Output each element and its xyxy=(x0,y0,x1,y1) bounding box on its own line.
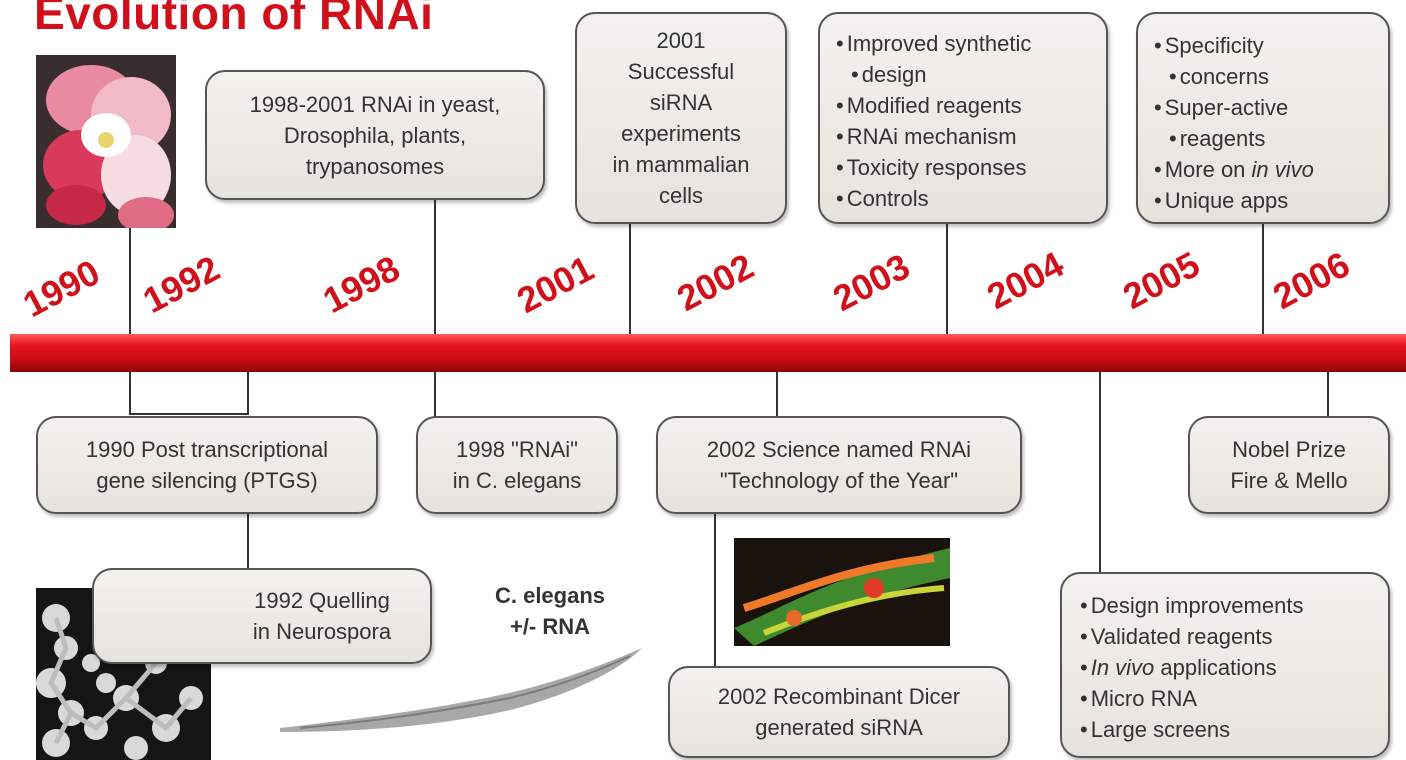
year-1992: 1992 xyxy=(136,247,226,322)
box-1998-rnai-celegans: 1998 "RNAi" in C. elegans xyxy=(416,416,618,514)
timeline-bar xyxy=(10,334,1406,372)
box-line: 1990 Post transcriptional xyxy=(38,434,376,465)
box-line: generated siRNA xyxy=(670,712,1008,743)
connector-2001-up xyxy=(629,222,631,334)
box-2005-specificity: Specificity concerns Super-active reagen… xyxy=(1136,12,1390,224)
box-line: in C. elegans xyxy=(418,465,616,496)
bullet-item: Micro RNA xyxy=(1080,683,1388,714)
box-line: Nobel Prize xyxy=(1190,434,1388,465)
connector-1990-down xyxy=(129,372,131,415)
box-line: Fire & Mello xyxy=(1190,465,1388,496)
bullet-item: Modified reagents xyxy=(836,90,1106,121)
box-line: siRNA xyxy=(577,87,785,118)
bullet-text: reagents xyxy=(1180,126,1266,151)
year-1990: 1990 xyxy=(16,251,106,326)
bullet-item: In vivo applications xyxy=(1080,652,1388,683)
box-2001-sirna-mammalian: 2001 Successful siRNA experiments in mam… xyxy=(575,12,787,224)
connector-1992-down xyxy=(247,372,249,415)
bullet-item: Validated reagents xyxy=(1080,621,1388,652)
year-2003: 2003 xyxy=(826,245,916,320)
bullet-text: concerns xyxy=(1180,64,1269,89)
bullet-text: design xyxy=(862,62,927,87)
box-2002-technology-of-year: 2002 Science named RNAi "Technology of t… xyxy=(656,416,1022,514)
mammalian-cells-fluorescence-photo xyxy=(734,538,950,646)
connector-2006-down xyxy=(1327,372,1329,416)
box-line: Successful xyxy=(577,56,785,87)
bullet-item: RNAi mechanism xyxy=(836,121,1106,152)
diagram-title: Evolution of RNAi xyxy=(34,0,433,40)
box-line: 2002 Science named RNAi xyxy=(658,434,1020,465)
celegans-caption: C. elegans +/- RNA xyxy=(470,580,630,642)
bullet-item: Super-active xyxy=(1154,92,1388,123)
box-line: 2001 xyxy=(577,25,785,56)
bullet-item-continued: reagents xyxy=(1154,123,1388,154)
box-line: 2002 Recombinant Dicer xyxy=(670,681,1008,712)
box-1992-quelling: 1992 Quelling in Neurospora xyxy=(92,568,432,664)
bullet-item: Unique apps xyxy=(1154,185,1388,216)
connector-2004-down xyxy=(1099,372,1101,574)
box-1990-ptgs: 1990 Post transcriptional gene silencing… xyxy=(36,416,378,514)
connector-1990-up xyxy=(129,228,131,334)
caption-line: C. elegans xyxy=(470,580,630,611)
connector-2003-up xyxy=(946,222,948,334)
box-line: gene silencing (PTGS) xyxy=(38,465,376,496)
connector-1990-1992-join xyxy=(129,413,249,415)
box-2002-recombinant-dicer: 2002 Recombinant Dicer generated siRNA xyxy=(668,666,1010,758)
box-2006-nobel-prize: Nobel Prize Fire & Mello xyxy=(1188,416,1390,514)
bullet-item: Improved synthetic xyxy=(836,28,1106,59)
year-2001: 2001 xyxy=(510,247,600,322)
connector-2002-dicer xyxy=(714,512,716,668)
box-line: trypanosomes xyxy=(207,151,543,182)
bullet-item: More on in vivo xyxy=(1154,154,1388,185)
box-1998-2001-rnai-yeast: 1998-2001 RNAi in yeast, Drosophila, pla… xyxy=(205,70,545,200)
connector-1992-quelling xyxy=(247,512,249,568)
box-line: 1992 Quelling xyxy=(214,585,430,616)
year-2005: 2005 xyxy=(1116,243,1206,318)
connector-1998-down xyxy=(434,372,436,418)
year-2002: 2002 xyxy=(670,245,760,320)
bullet-item-continued: design xyxy=(836,59,1106,90)
bullet-item-continued: concerns xyxy=(1154,61,1388,92)
box-line: Drosophila, plants, xyxy=(207,120,543,151)
year-2006: 2006 xyxy=(1266,243,1356,318)
bullet-item: Large screens xyxy=(1080,714,1388,745)
bullet-item: Specificity xyxy=(1154,30,1388,61)
connector-1998-up xyxy=(434,198,436,334)
bullet-item: Toxicity responses xyxy=(836,152,1106,183)
box-2004-design-improvements: Design improvements Validated reagents I… xyxy=(1060,572,1390,758)
connector-2005-up xyxy=(1262,222,1264,334)
year-1998: 1998 xyxy=(316,247,406,322)
bullet-item: Controls xyxy=(836,183,1106,214)
year-2004: 2004 xyxy=(980,243,1070,318)
box-line: in Neurospora xyxy=(214,616,430,647)
box-line: "Technology of the Year" xyxy=(658,465,1020,496)
box-line: 1998-2001 RNAi in yeast, xyxy=(207,89,543,120)
box-line: experiments xyxy=(577,118,785,149)
connector-2002-down xyxy=(776,372,778,418)
petunia-flower-photo xyxy=(36,55,176,228)
box-2003-improvements: Improved synthetic design Modified reage… xyxy=(818,12,1108,224)
bullet-item: Design improvements xyxy=(1080,590,1388,621)
caption-line: +/- RNA xyxy=(470,611,630,642)
box-line: 1998 "RNAi" xyxy=(418,434,616,465)
box-line: cells xyxy=(577,180,785,211)
box-line: in mammalian xyxy=(577,149,785,180)
